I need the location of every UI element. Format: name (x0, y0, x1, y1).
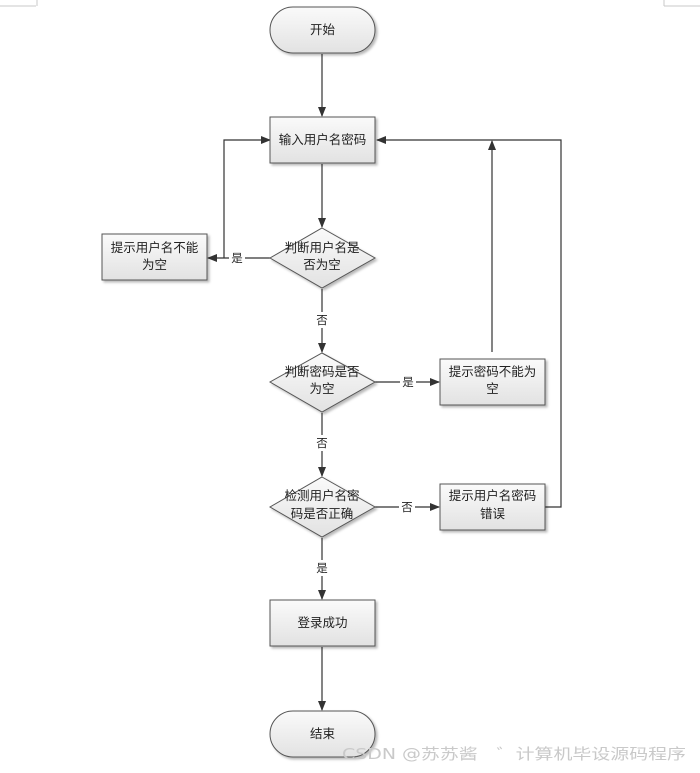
edge-labels: 是 否 是 否 否 是 (229, 250, 416, 576)
edge-hint-error-back (376, 136, 562, 508)
decision-credentials-correct-line1: 检测用户名密 (284, 488, 359, 503)
node-hint-error (439, 483, 546, 531)
decision-pwd-empty-line1: 判断密码是否 (284, 364, 359, 379)
edge-hint-user-back (223, 136, 271, 258)
node-login-success (269, 599, 376, 647)
edge-label-user-empty-yes: 是 (231, 251, 243, 265)
decision-user-empty-line1: 判断用户名是 (284, 240, 360, 255)
decision-pwd-empty-line2: 为空 (309, 381, 334, 396)
node-start-label: 开始 (310, 22, 336, 37)
decision-credentials-correct (268, 476, 377, 538)
node-hint-pwd-empty (439, 358, 546, 406)
node-hint-user-empty (101, 233, 208, 281)
node-end-label: 结束 (310, 726, 336, 741)
node-hint-pwd-empty-line1: 提示密码不能为 (449, 364, 537, 379)
node-end (269, 710, 376, 758)
decision-user-empty-line2: 否为空 (303, 257, 341, 272)
edge-label-correct-no: 否 (401, 500, 413, 514)
node-input-label: 输入用户名密码 (279, 132, 367, 147)
node-hint-user-empty-line1: 提示用户名不能 (111, 240, 199, 255)
watermark: CSDN @苏苏酱 ゛计算机毕设源码程序 (342, 745, 686, 763)
edge-label-pwd-empty-yes: 是 (402, 375, 414, 389)
node-start (269, 6, 376, 54)
edge-label-user-empty-no: 否 (316, 313, 328, 327)
node-hint-error-line1: 提示用户名密码 (449, 488, 537, 503)
page-corner-marks (0, 0, 700, 7)
node-hint-pwd-empty-line2: 空 (486, 381, 499, 396)
decision-credentials-correct-line2: 码是否正确 (291, 506, 354, 521)
node-hint-user-empty-line2: 为空 (142, 257, 167, 272)
node-login-success-label: 登录成功 (297, 615, 347, 630)
decision-pwd-empty (268, 352, 377, 413)
node-input (269, 116, 376, 164)
node-hint-error-line2: 错误 (480, 506, 506, 521)
decision-user-empty (268, 227, 377, 289)
edge-label-pwd-empty-no: 否 (316, 436, 328, 450)
edge-label-correct-yes: 是 (316, 561, 328, 575)
